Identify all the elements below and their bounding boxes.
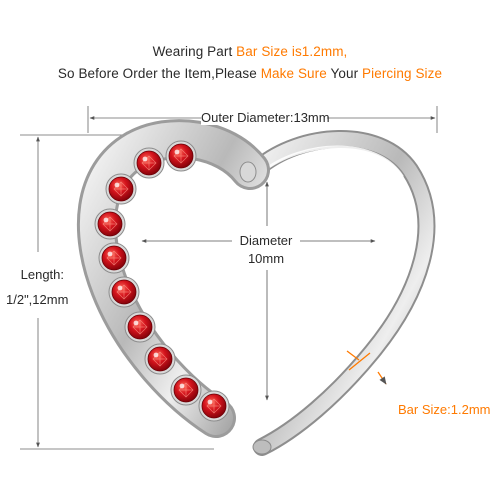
outer-diameter-line	[87, 106, 438, 133]
gem-highlight	[117, 285, 123, 291]
notice-line-2-prefix: So Before Order the Item,Please	[57, 66, 261, 81]
gem-highlight	[142, 156, 148, 162]
notice-make-sure: Make Sure	[260, 66, 327, 81]
gem-highlight	[207, 399, 213, 405]
gem-highlight	[153, 352, 159, 358]
length-line	[20, 134, 214, 450]
notice-line-1: Wearing Part Bar Size is1.2mm,	[0, 44, 500, 59]
gem-highlight	[114, 182, 120, 188]
notice-line-2: So Before Order the Item,Please Make Sur…	[0, 66, 500, 81]
gem-highlight	[133, 320, 139, 326]
diameter-value: 10mm	[247, 251, 285, 266]
heart-ring-icon	[76, 119, 436, 456]
gem-highlight	[179, 383, 185, 389]
notice-line-1-accent: Bar Size is1.2mm,	[236, 44, 348, 59]
notice-piercing-size: Piercing Size	[362, 66, 443, 81]
diameter-title: Diameter	[239, 233, 293, 248]
gem-row	[94, 140, 230, 422]
bar-size-indicator	[346, 350, 387, 385]
gem-highlight	[174, 149, 180, 155]
outer-diameter-label: Outer Diameter:13mm	[201, 110, 330, 125]
notice-line-1-prefix: Wearing Part	[152, 44, 237, 59]
length-title: Length:	[20, 267, 64, 282]
length-value: 1/2",12mm	[6, 292, 69, 307]
gem-highlight	[107, 251, 113, 257]
notice-line-2-mid: Your	[326, 66, 363, 81]
bar-size-label: Bar Size:1.2mm	[398, 402, 491, 417]
gem-highlight	[103, 217, 109, 223]
